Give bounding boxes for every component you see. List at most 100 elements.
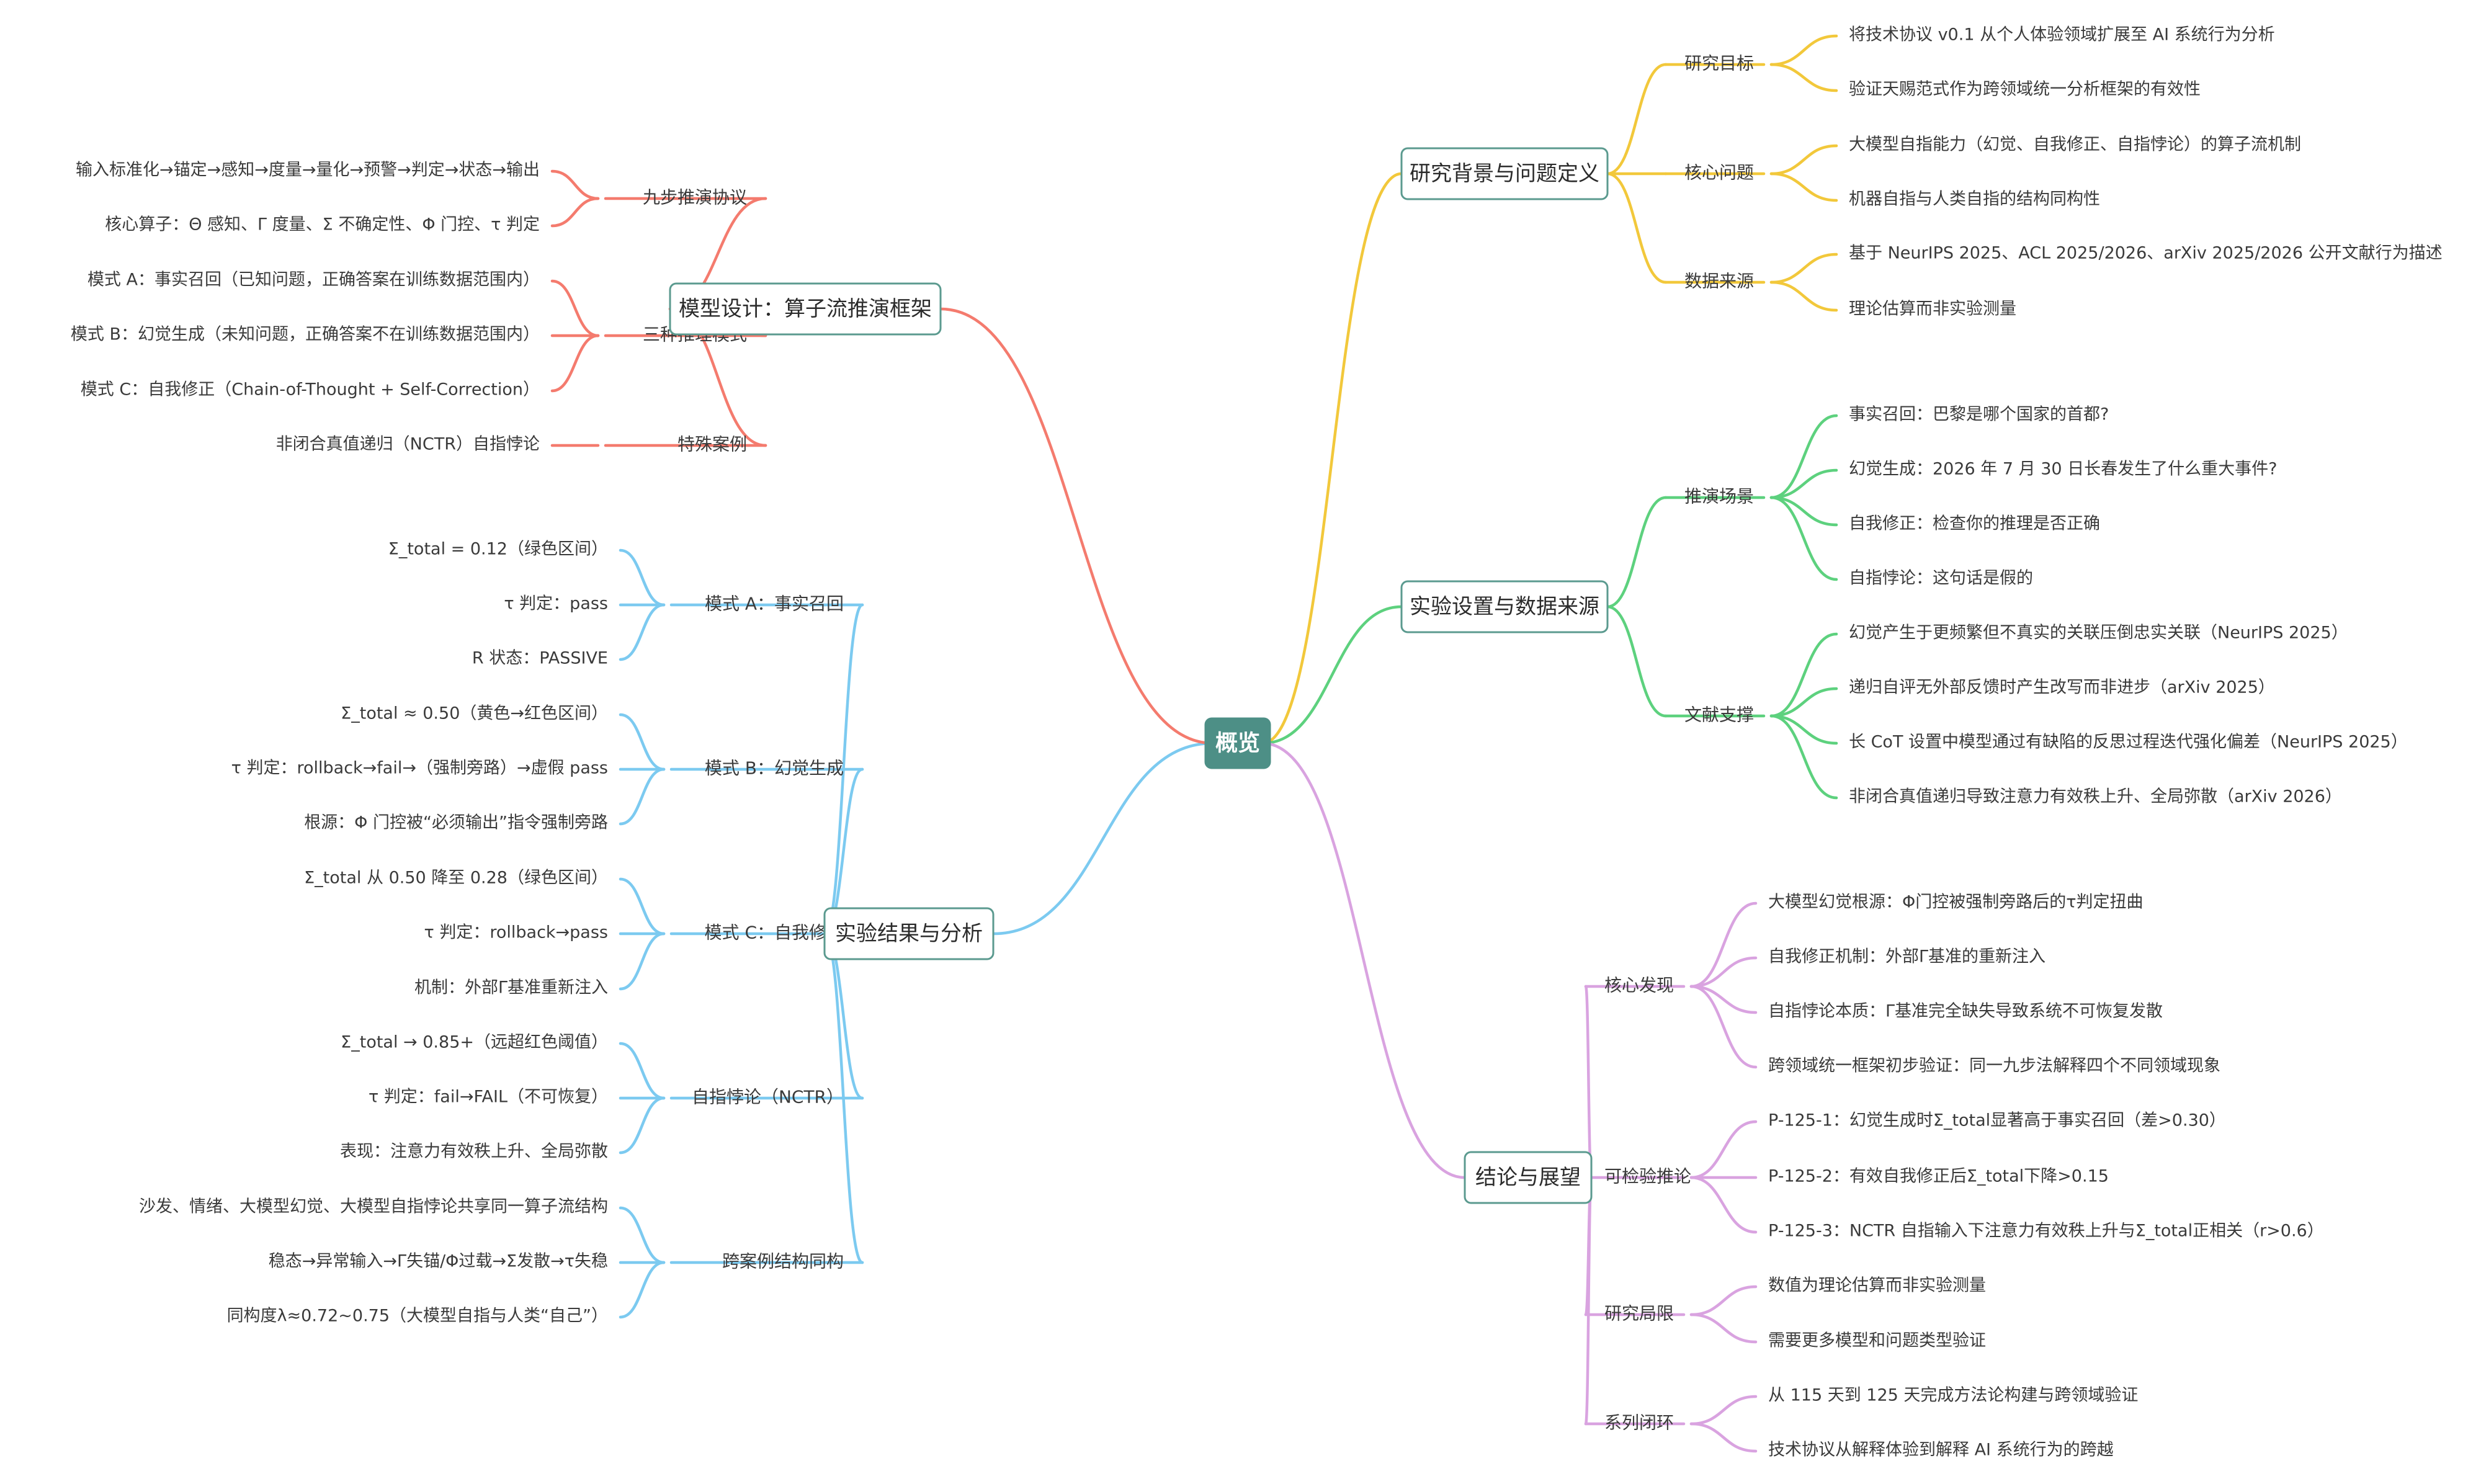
leaf-connector-0-0-1 (1769, 63, 1838, 92)
leaf-node-3-0-2[interactable]: R 状态：PASSIVE (472, 649, 608, 668)
leaf-node-3-2-1[interactable]: τ 判定：rollback→pass (424, 923, 608, 942)
branch-connector-0-2 (1606, 172, 1668, 284)
leaf-node-3-2-0[interactable]: Σ_total 从 0.50 降至 0.28（绿色区间） (304, 869, 608, 888)
branch-connector-1-1 (1606, 605, 1668, 718)
leaf-node-4-1-2[interactable]: 模式 C：自我修正（Chain-of-Thought + Self-Correc… (81, 380, 540, 400)
root-label[interactable]: 概览 (1215, 731, 1260, 756)
group-node-3-2[interactable]: 模式 C：自我修正 (705, 923, 844, 943)
mind-map-connectors (550, 34, 1838, 1453)
branch-node-4[interactable]: 模型设计：算子流推演框架 (669, 282, 942, 336)
leaf-node-2-1-1[interactable]: P-125-2：有效自我修正后Σ_total下降>0.15 (1768, 1167, 2109, 1186)
root-connector-3 (991, 741, 1215, 936)
leaf-node-3-3-2[interactable]: 表现：注意力有效秩上升、全局弥散 (340, 1142, 608, 1161)
leaf-node-3-4-2[interactable]: 同构度λ≈0.72~0.75（大模型自指与人类“自己”） (227, 1307, 608, 1326)
group-node-2-3[interactable]: 系列闭环 (1604, 1413, 1674, 1433)
leaf-node-1-0-0[interactable]: 事实召回：巴黎是哪个国家的首都? (1849, 405, 2109, 424)
branch-box (1464, 1151, 1593, 1204)
leaf-node-2-0-0[interactable]: 大模型幻觉根源：Φ门控被强制旁路后的τ判定扭曲 (1768, 893, 2144, 912)
group-node-1-1[interactable]: 文献支撑 (1684, 705, 1754, 725)
leaf-node-2-3-0[interactable]: 从 115 天到 125 天完成方法论构建与跨领域验证 (1768, 1386, 2138, 1405)
leaf-node-3-1-0[interactable]: Σ_total ≈ 0.50（黄色→红色区间） (341, 704, 608, 723)
branch-box (1400, 580, 1609, 633)
leaf-node-2-2-1[interactable]: 需要更多模型和问题类型验证 (1768, 1331, 1986, 1351)
leaf-node-0-0-1[interactable]: 验证天赐范式作为跨领域统一分析框架的有效性 (1849, 80, 2201, 99)
leaf-node-0-2-1[interactable]: 理论估算而非实验测量 (1849, 300, 2016, 319)
leaf-node-3-3-1[interactable]: τ 判定：fail→FAIL（不可恢复） (369, 1088, 608, 1107)
leaf-connector-3-2-2 (619, 932, 666, 991)
group-node-3-0[interactable]: 模式 A：事实召回 (705, 594, 844, 614)
leaf-node-3-0-1[interactable]: τ 判定：pass (504, 594, 608, 614)
group-node-2-0[interactable]: 核心发现 (1604, 975, 1674, 996)
root-node[interactable]: 概览 (1204, 717, 1271, 769)
leaf-node-0-1-1[interactable]: 机器自指与人类自指的结构同构性 (1849, 190, 2100, 209)
leaf-node-2-2-0[interactable]: 数值为理论估算而非实验测量 (1768, 1276, 1986, 1295)
leaf-connector-1-0-2 (1769, 496, 1838, 527)
leaf-node-0-0-0[interactable]: 将技术协议 v0.1 从个人体验领域扩展至 AI 系统行为分析 (1849, 25, 2275, 45)
leaf-node-4-1-1[interactable]: 模式 B：幻觉生成（未知问题，正确答案不在训练数据范围内） (71, 325, 540, 344)
leaf-node-2-1-2[interactable]: P-125-3：NCTR 自指输入下注意力有效秩上升与Σ_total正相关（r>… (1768, 1222, 2324, 1241)
leaf-node-2-0-2[interactable]: 自指悖论本质：Γ基准完全缺失导致系统不可恢复发散 (1768, 1002, 2163, 1021)
branch-label[interactable]: 实验结果与分析 (835, 921, 983, 946)
branch-connector-2-0 (1584, 985, 1593, 1179)
branch-label[interactable]: 实验设置与数据来源 (1410, 594, 1599, 619)
group-node-0-1[interactable]: 核心问题 (1684, 163, 1754, 183)
group-node-4-2[interactable]: 特殊案例 (677, 434, 747, 455)
leaf-node-2-0-1[interactable]: 自我修正机制：外部Γ基准的重新注入 (1768, 947, 2045, 967)
group-node-3-3[interactable]: 自指悖论（NCTR） (692, 1087, 844, 1107)
leaf-connector-2-0-3 (1689, 985, 1758, 1069)
leaf-node-2-1-0[interactable]: P-125-1：幻觉生成时Σ_total显著高于事实召回（差>0.30） (1768, 1111, 2226, 1130)
group-node-4-0[interactable]: 九步推演协议 (643, 187, 747, 208)
leaf-connector-3-0-0 (619, 548, 666, 607)
root-connector-4 (939, 307, 1215, 745)
group-node-1-0[interactable]: 推演场景 (1684, 486, 1754, 507)
leaf-node-1-1-0[interactable]: 幻觉产生于更频繁但不真实的关联压倒忠实关联（NeurIPS 2025） (1849, 624, 2348, 643)
leaf-node-3-3-0[interactable]: Σ_total → 0.85+（远超红色阈值） (341, 1033, 608, 1052)
leaf-node-3-4-0[interactable]: 沙发、情绪、大模型幻觉、大模型自指悖论共享同一算子流结构 (139, 1197, 608, 1217)
leaf-node-0-1-0[interactable]: 大模型自指能力（幻觉、自我修正、自指悖论）的算子流机制 (1849, 135, 2301, 154)
leaf-connector-3-2-0 (619, 877, 666, 936)
leaf-node-3-0-0[interactable]: Σ_total = 0.12（绿色区间） (388, 540, 608, 559)
group-node-2-2[interactable]: 研究局限 (1604, 1303, 1674, 1324)
branch-node-3[interactable]: 实验结果与分析 (823, 907, 995, 960)
leaf-node-1-0-1[interactable]: 幻觉生成：2026 年 7 月 30 日长春发生了什么重大事件? (1849, 460, 2278, 479)
branch-connector-1-0 (1606, 496, 1668, 609)
leaf-node-1-0-2[interactable]: 自我修正：检查你的推理是否正确 (1849, 514, 2100, 534)
group-node-0-2[interactable]: 数据来源 (1684, 271, 1754, 292)
leaf-node-1-1-1[interactable]: 递归自评无外部反馈时产生改写而非进步（arXiv 2025） (1849, 678, 2275, 697)
leaf-node-4-0-1[interactable]: 核心算子：Θ 感知、Γ 度量、Σ 不确定性、Φ 门控、τ 判定 (105, 215, 540, 235)
branch-node-2[interactable]: 结论与展望 (1464, 1151, 1593, 1204)
leaf-connector-1-0-3 (1769, 496, 1838, 581)
leaf-node-0-2-0[interactable]: 基于 NeurIPS 2025、ACL 2025/2026、arXiv 2025… (1849, 244, 2443, 263)
leaf-node-3-1-2[interactable]: 根源：Φ 门控被“必须输出”指令强制旁路 (304, 813, 608, 833)
leaf-connector-1-1-2 (1769, 714, 1838, 745)
leaf-node-2-3-1[interactable]: 技术协议从解释体验到解释 AI 系统行为的跨越 (1768, 1441, 2114, 1460)
branch-node-0[interactable]: 研究背景与问题定义 (1400, 147, 1609, 200)
leaf-connector-2-2-1 (1689, 1313, 1758, 1344)
leaf-node-3-1-1[interactable]: τ 判定：rollback→fail→（强制旁路）→虚假 pass (231, 759, 608, 778)
leaf-node-3-2-2[interactable]: 机制：外部Γ基准重新注入 (414, 978, 608, 998)
leaf-connector-3-4-0 (619, 1206, 666, 1264)
leaf-node-4-0-0[interactable]: 输入标准化→锚定→感知→度量→量化→预警→判定→状态→输出 (76, 161, 540, 180)
group-node-3-1[interactable]: 模式 B：幻觉生成 (705, 758, 844, 779)
group-node-0-0[interactable]: 研究目标 (1684, 53, 1754, 74)
leaf-node-4-2-0[interactable]: 非闭合真值递归（NCTR）自指悖论 (276, 435, 540, 454)
leaf-node-1-1-2[interactable]: 长 CoT 设置中模型通过有缺陷的反思过程迭代强化偏差（NeurIPS 2025… (1849, 733, 2408, 752)
leaf-connector-3-3-2 (619, 1096, 666, 1155)
mind-map-nodes: 研究目标 将技术协议 v0.1 从个人体验领域扩展至 AI 系统行为分析验证天赐范… (71, 25, 2443, 1460)
group-node-2-1[interactable]: 可检验推论 (1604, 1166, 1691, 1187)
leaf-node-1-0-3[interactable]: 自指悖论：这句话是假的 (1849, 569, 2033, 588)
leaf-connector-0-2-1 (1769, 280, 1838, 312)
leaf-connector-0-1-1 (1769, 172, 1838, 202)
branch-label[interactable]: 研究背景与问题定义 (1410, 161, 1599, 186)
branch-node-1[interactable]: 实验设置与数据来源 (1400, 580, 1609, 633)
root-connector-0 (1261, 172, 1403, 745)
root-connector-2 (1261, 741, 1467, 1179)
leaf-node-4-1-0[interactable]: 模式 A：事实召回（已知问题，正确答案在训练数据范围内） (87, 270, 540, 290)
group-node-3-4[interactable]: 跨案例结构同构 (722, 1251, 844, 1272)
leaf-node-2-0-3[interactable]: 跨领域统一框架初步验证：同一九步法解释四个不同领域现象 (1768, 1057, 2220, 1076)
branch-label[interactable]: 结论与展望 (1475, 1165, 1581, 1190)
leaf-node-1-1-3[interactable]: 非闭合真值递归导致注意力有效秩上升、全局弥散（arXiv 2026） (1849, 787, 2342, 807)
branch-label[interactable]: 模型设计：算子流推演框架 (679, 297, 932, 321)
leaf-node-3-4-1[interactable]: 稳态→异常输入→Γ失锚/Φ过载→Σ发散→τ失稳 (269, 1252, 608, 1271)
